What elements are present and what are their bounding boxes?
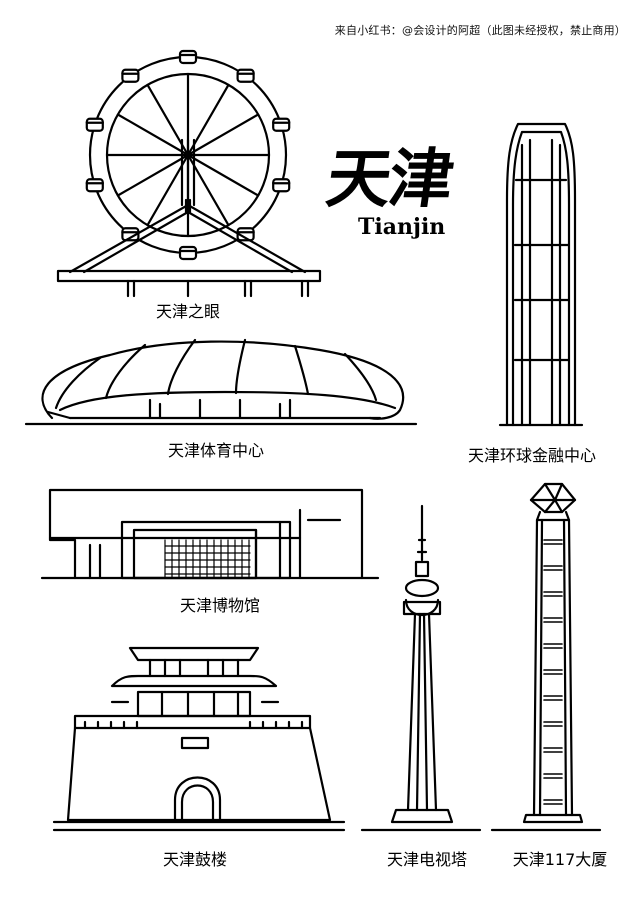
title-chinese: 天津 — [321, 142, 457, 217]
label-tv-tower: 天津电视塔 — [386, 850, 467, 869]
tianjin-museum-drawing — [40, 488, 380, 580]
label-museum: 天津博物馆 — [179, 596, 260, 615]
label-117-tower: 天津117大厦 — [512, 850, 608, 869]
title-english: Tianjin — [358, 214, 446, 240]
tianjin-wfc-drawing — [498, 122, 584, 427]
tianjin-drum-tower-drawing — [52, 646, 346, 832]
label-drum-tower: 天津鼓楼 — [162, 850, 227, 869]
label-sports-center: 天津体育中心 — [167, 441, 264, 460]
tianjin-sports-center-drawing — [24, 338, 418, 426]
tianjin-117-tower-drawing — [490, 482, 602, 832]
credit-text: 来自小红书：@会设计的阿超（此图未经授权，禁止商用） — [334, 24, 626, 37]
label-tianjin-eye: 天津之眼 — [155, 302, 220, 321]
tianjin-tv-tower-drawing — [360, 504, 482, 832]
tianjin-eye-drawing — [56, 49, 322, 298]
label-wfc: 天津环球金融中心 — [467, 446, 596, 465]
